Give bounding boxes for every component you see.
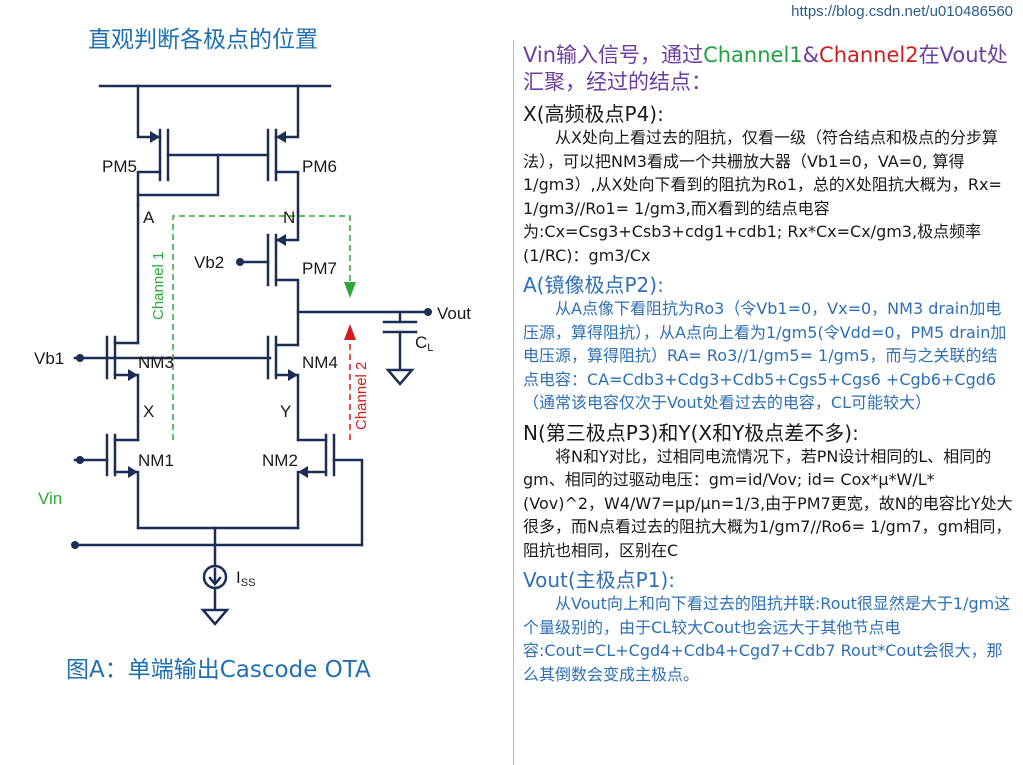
section-n-heading: N(第三极点P3)和Y(X和Y极点差不多): (523, 420, 859, 445)
vout-label: Vout (437, 304, 471, 323)
vin-label: Vin (38, 489, 62, 508)
intro-text: Vin输入信号，通过Channel1&Channel2在Vout处汇聚，经过的结… (523, 42, 1013, 96)
intro-channel1: Channel1 (703, 43, 803, 67)
cl-label: CL (415, 333, 433, 354)
watermark-url: https://blog.csdn.net/u010486560 (791, 3, 1013, 20)
label-pm7: PM7 (302, 259, 337, 278)
section-x-heading: X(高频极点P4): (523, 102, 664, 126)
node-y-label: Y (280, 402, 291, 421)
section-vout-heading: Vout(主极点P1): (523, 568, 676, 592)
label-nm4: NM4 (302, 353, 338, 372)
vb2-terminal-dot (236, 258, 244, 266)
transistor-nm1-symbol (73, 433, 140, 530)
label-nm1: NM1 (138, 451, 174, 470)
transistor-pm6-symbol (216, 84, 300, 214)
node-n-label: N (283, 208, 295, 227)
channel1-path (172, 215, 356, 440)
transistor-pm5-symbol (136, 84, 220, 207)
intro-ampersand: & (802, 43, 820, 67)
node-a-label: A (143, 208, 155, 227)
section-vout-text: 从Vout向上和向下看过去的阻抗并联:Rout很显然是大于1/gm这个量级别的，… (523, 594, 1011, 684)
transistor-nm4-symbol (266, 335, 300, 442)
vb1-terminal-dot (76, 354, 84, 362)
node-x-label: X (143, 402, 154, 421)
label-nm3: NM3 (138, 353, 174, 372)
section-x-text: 从X处向上看过去的阻抗，仅看一级（符合结点和极点的分步算法），可以把NM3看成一… (523, 128, 1002, 265)
channel2-label: Channel 2 (353, 362, 370, 430)
section-n-text: 将N和Y对比，过相同电流情况下，若PN设计相同的L、相同的gm、相同的过驱动电压… (523, 446, 1013, 560)
load-capacitor-symbol (382, 320, 418, 386)
vb2-label: Vb2 (194, 253, 224, 272)
channel2-arrow (344, 324, 356, 440)
intro-part-1: Vin输入信号，通过 (523, 43, 704, 67)
intro-channel2: Channel2 (819, 43, 919, 67)
label-pm6: PM6 (302, 157, 337, 176)
vb1-label: Vb1 (34, 349, 64, 368)
figure-caption: 图A：单端输出Cascode OTA (66, 657, 371, 683)
section-a-text: 从A点像下看阻抗为Ro3（令Vb1=0，Vx=0，NM3 drain加电压源，算… (523, 299, 1007, 412)
section-a-heading: A(镜像极点P2): (523, 273, 664, 297)
iss-label: ISS (236, 568, 255, 589)
vin-neg-terminal-dot (71, 541, 79, 549)
explanation-panel: Vin输入信号，通过Channel1&Channel2在Vout处汇聚，经过的结… (513, 40, 1013, 765)
page-title: 直观判断各极点的位置 (88, 27, 318, 53)
transistor-pm7-symbol (238, 210, 300, 347)
vin-terminal-dot (76, 456, 84, 464)
label-nm2: NM2 (262, 451, 298, 470)
transistor-nm2-symbol (296, 433, 364, 547)
intro-part-2: 在Vout处汇聚，经过的结点： (523, 43, 1008, 94)
transistor-nm3-symbol (73, 203, 140, 442)
vout-terminal-dot (424, 308, 432, 316)
label-pm5: PM5 (102, 157, 137, 176)
circuit-diagram: PM5 PM6 PM7 NM3 NM4 NM1 NM2 A N X Y Vb2 … (34, 84, 471, 626)
tail-current-source-symbol (200, 564, 230, 626)
channel1-label: Channel 1 (150, 252, 167, 320)
